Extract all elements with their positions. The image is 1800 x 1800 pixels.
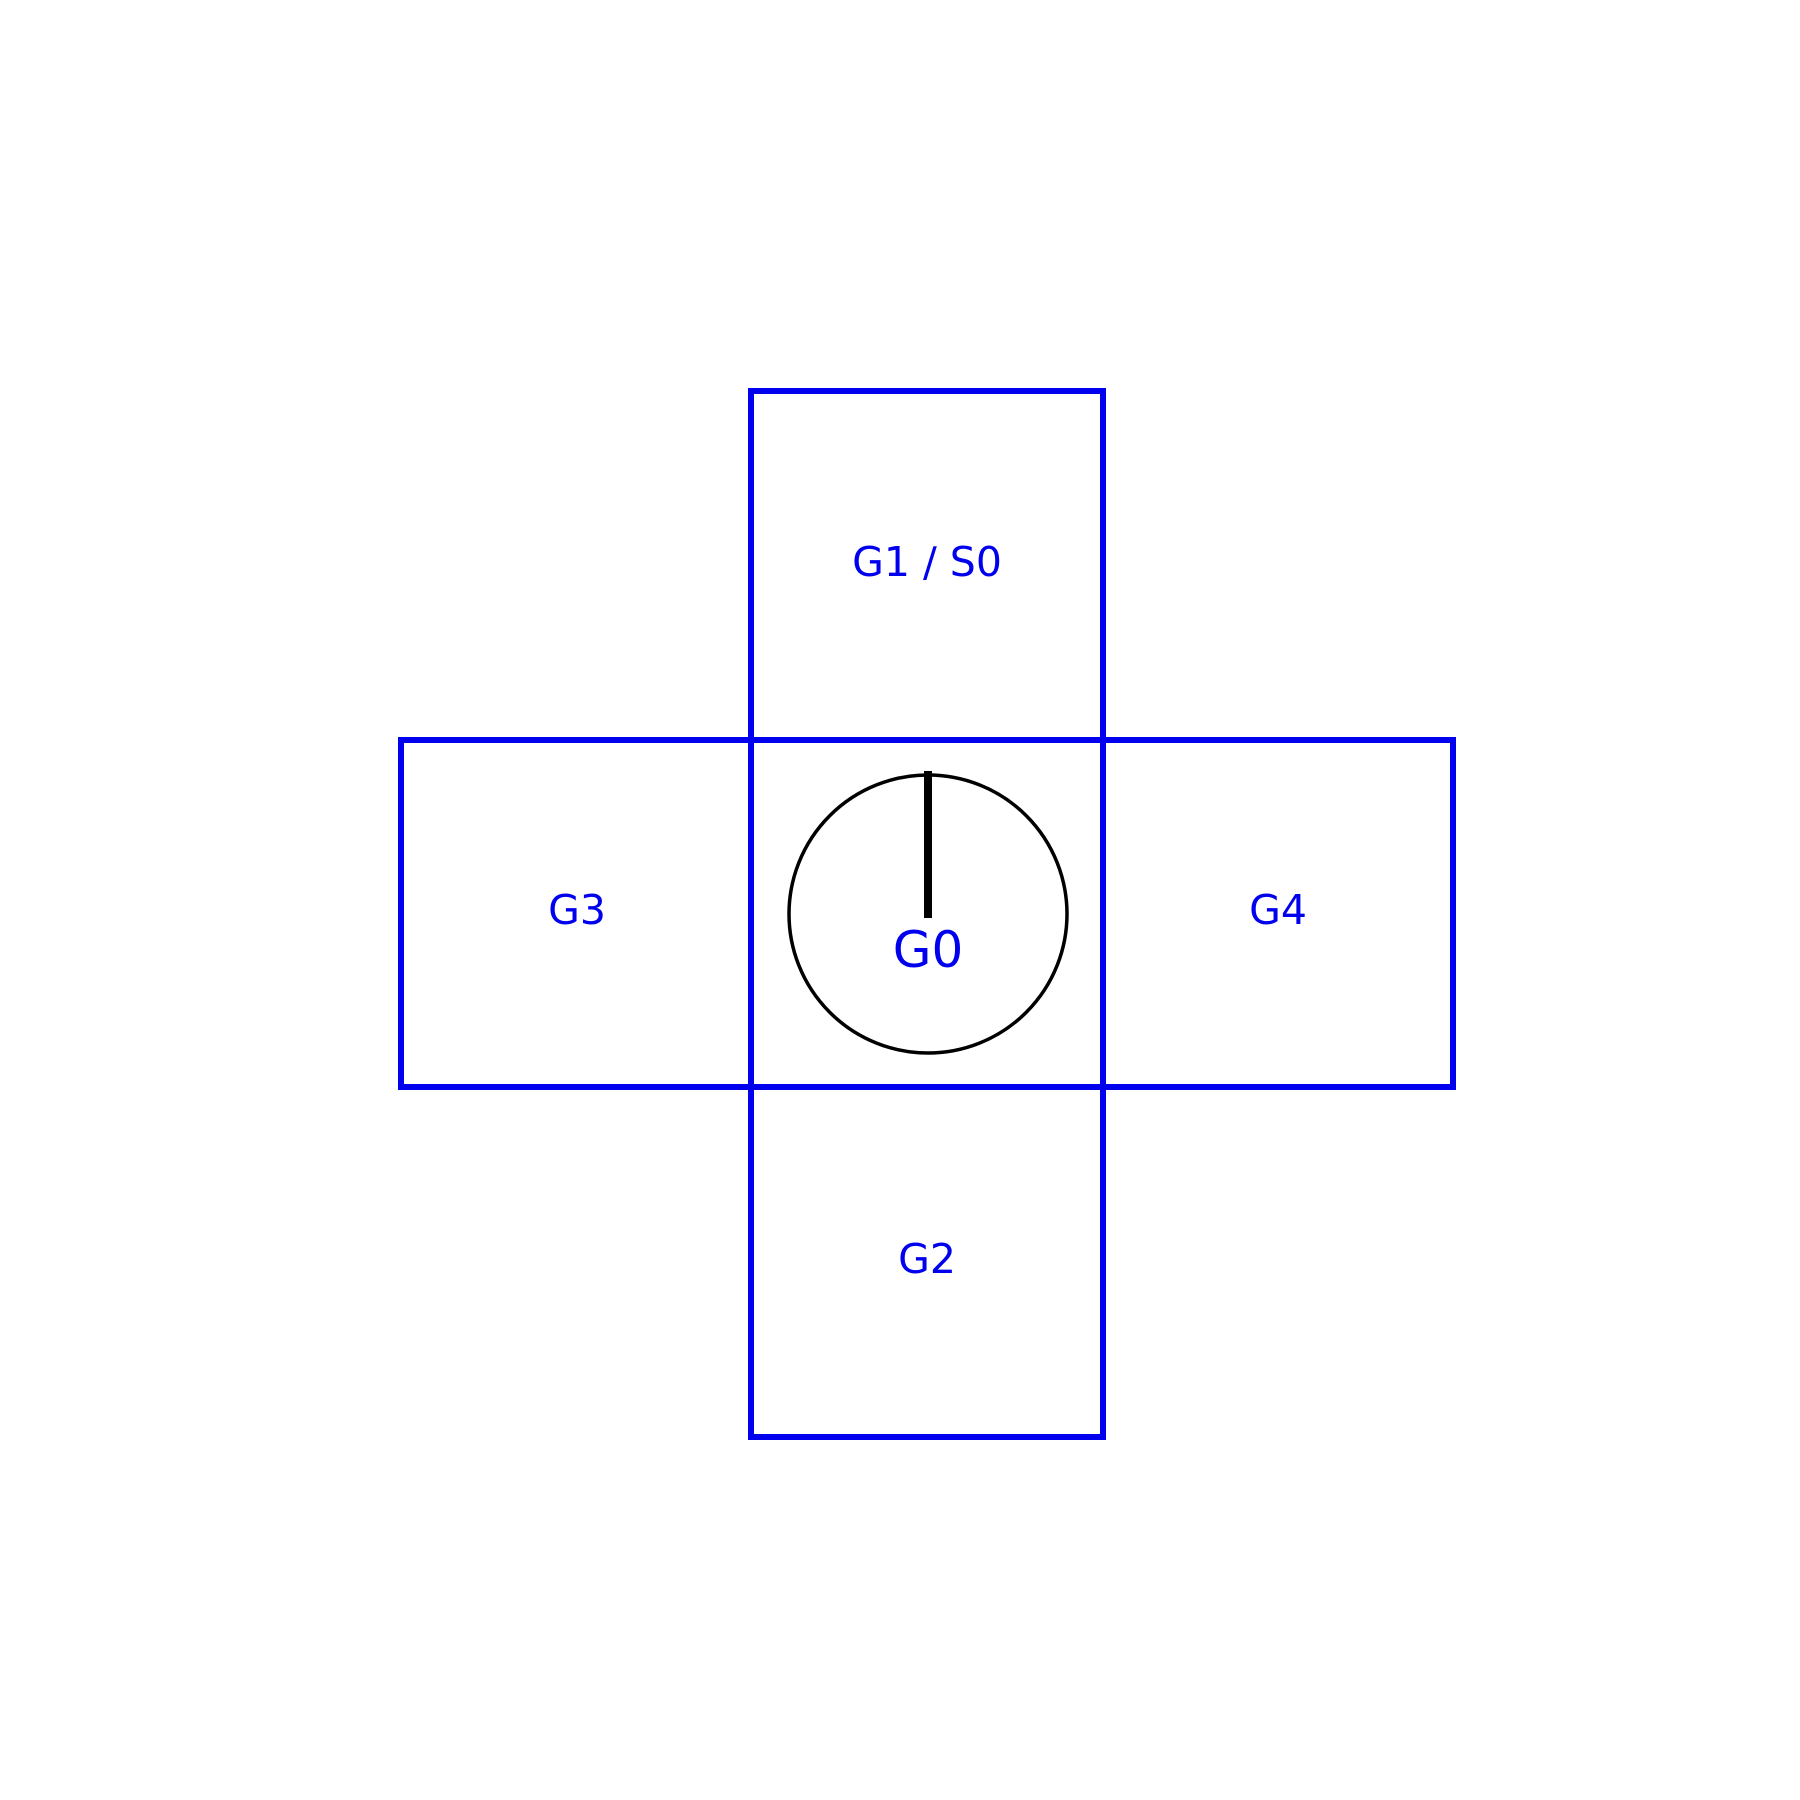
cell-bottom — [748, 1084, 1106, 1440]
agent-marker — [787, 771, 1069, 1055]
grid-cells — [398, 388, 1456, 1440]
cell-top-label: G1 / S0 — [852, 538, 1002, 586]
cell-right — [1100, 737, 1456, 1090]
cell-bottom-label: G2 — [898, 1235, 956, 1283]
cell-left-label: G3 — [548, 886, 606, 934]
cell-right-label: G4 — [1249, 886, 1307, 934]
cell-labels: G1 / S0 G3 G0 G4 G2 — [548, 538, 1307, 1283]
cell-center-label: G0 — [893, 921, 964, 979]
